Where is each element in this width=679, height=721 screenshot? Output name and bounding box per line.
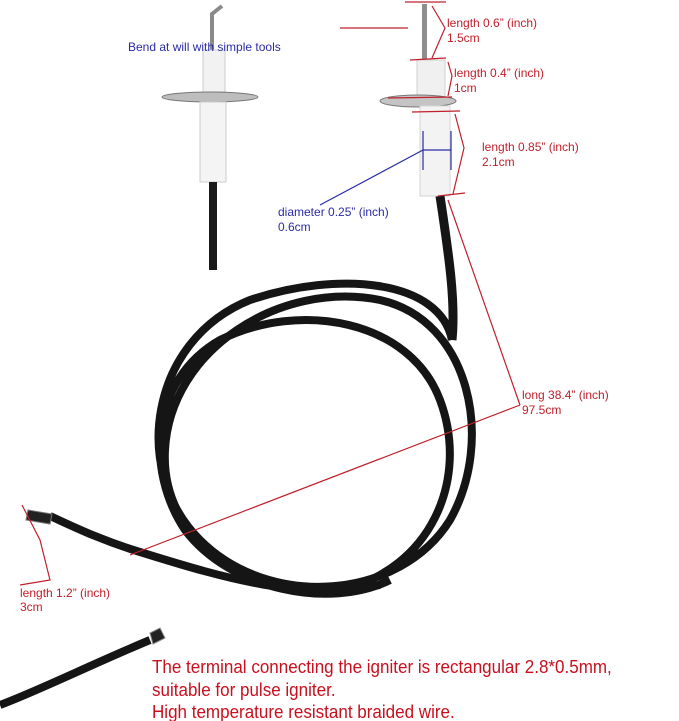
tip-length-cm: 1.5cm [447, 31, 480, 45]
bend-note: Bend at will with simple tools [128, 40, 281, 54]
tip-length-inch: length 0.6” (inch) [447, 16, 538, 30]
diameter-inch: diameter 0.25” (inch) [278, 205, 389, 219]
pulse-igniter-note: suitable for pulse igniter. [152, 679, 336, 700]
main-igniter [379, 4, 458, 341]
upper-ceramic-inch: length 0.4” (inch) [454, 66, 545, 80]
wire-length-inch: long 38.4” (inch) [522, 388, 609, 402]
diameter-cm: 0.6cm [278, 220, 311, 234]
dimension-lines [19, 1, 521, 586]
lower-ceramic-inch: length 0.85” (inch) [482, 140, 579, 154]
terminals [25, 509, 166, 645]
braided-wire-note: High temperature resistant braided wire. [152, 701, 455, 721]
terminal-length-cm: 3cm [20, 600, 43, 614]
terminal-length-inch: length 1.2” (inch) [20, 586, 111, 600]
small-igniter [161, 4, 259, 270]
lower-ceramic-cm: 2.1cm [482, 155, 515, 169]
wire-length-cm: 97.5cm [522, 403, 562, 417]
coiled-wire [0, 279, 476, 709]
diameter-lines [319, 131, 452, 206]
terminal-note: The terminal connecting the igniter is r… [152, 656, 612, 677]
upper-ceramic-cm: 1cm [454, 81, 477, 95]
